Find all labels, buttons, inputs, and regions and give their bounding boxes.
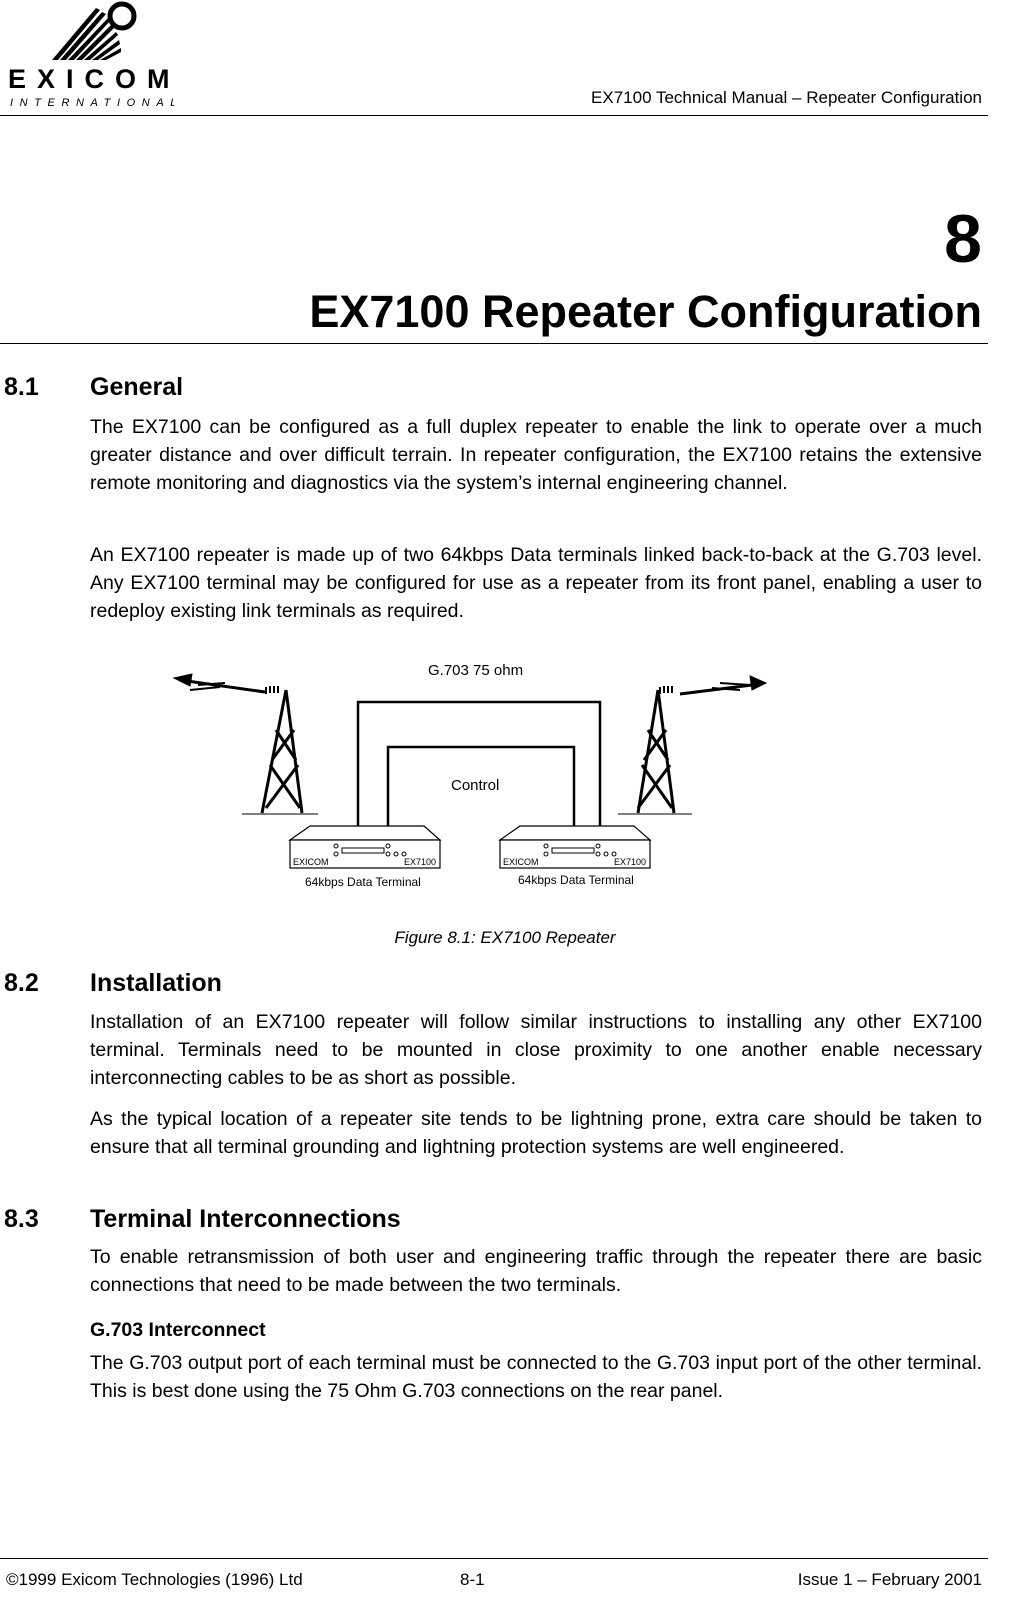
logo-subtitle: INTERNATIONAL [10,97,174,109]
section-title: Terminal Interconnections [90,1205,401,1233]
control-connection [386,745,576,830]
terminal-brand: EXICOM [503,857,539,867]
right-terminal: EXICOM EX7100 64kbps Data Terminal [498,825,652,887]
header-divider [0,115,988,116]
section-title: General [90,373,184,401]
section-heading-terminal-interconnections: 8.3 Terminal Interconnections [4,1205,401,1234]
chapter-divider [0,343,988,344]
chapter-title: EX7100 Repeater Configuration [309,286,982,337]
terminal-caption: 64kbps Data Terminal [518,873,634,887]
right-radio-beam-icon [659,675,768,696]
terminal-brand: EXICOM [293,857,329,867]
paragraph: To enable retransmission of both user an… [90,1246,982,1296]
paragraph: The EX7100 can be configured as a full d… [90,416,982,494]
figure-caption: Figure 8.1: EX7100 Repeater [394,928,616,947]
g703-label: G.703 75 ohm [428,662,523,679]
subsection-heading: G.703 Interconnect [90,1319,266,1341]
right-tower-icon [618,689,692,815]
control-label: Control [451,777,499,794]
paragraph: As the typical location of a repeater si… [90,1108,982,1158]
chapter-number: 8 [944,201,982,277]
terminal-caption: 64kbps Data Terminal [305,875,421,889]
footer-copyright: ©1999 Exicom Technologies (1996) Ltd [6,1570,303,1589]
section-number: 8.1 [4,373,39,401]
exicom-logo: EXICOM INTERNATIONAL [4,0,176,112]
paragraph: Installation of an EX7100 repeater will … [90,1011,982,1089]
left-radio-beam-icon [172,673,279,694]
section-title: Installation [90,969,222,997]
header-title: EX7100 Technical Manual – Repeater Confi… [591,88,982,107]
repeater-diagram: G.703 75 ohm [160,650,860,900]
terminal-model: EX7100 [404,857,436,867]
paragraph: An EX7100 repeater is made up of two 64k… [90,544,982,622]
g703-connection [356,700,602,830]
left-tower-icon [242,689,318,815]
paragraph: The G.703 output port of each terminal m… [90,1352,982,1402]
section-heading-general: 8.1 General [4,373,183,402]
section-number: 8.3 [4,1205,39,1233]
footer-issue: Issue 1 – February 2001 [797,1570,982,1589]
left-terminal: EXICOM EX7100 64kbps Data Terminal [288,825,442,889]
terminal-model: EX7100 [614,857,646,867]
section-number: 8.2 [4,969,39,997]
logo-brand: EXICOM [8,64,174,94]
footer-divider [0,1558,988,1559]
logo-emblem-icon [52,8,121,60]
footer-page-number: 8-1 [460,1570,485,1589]
section-heading-installation: 8.2 Installation [4,969,222,998]
